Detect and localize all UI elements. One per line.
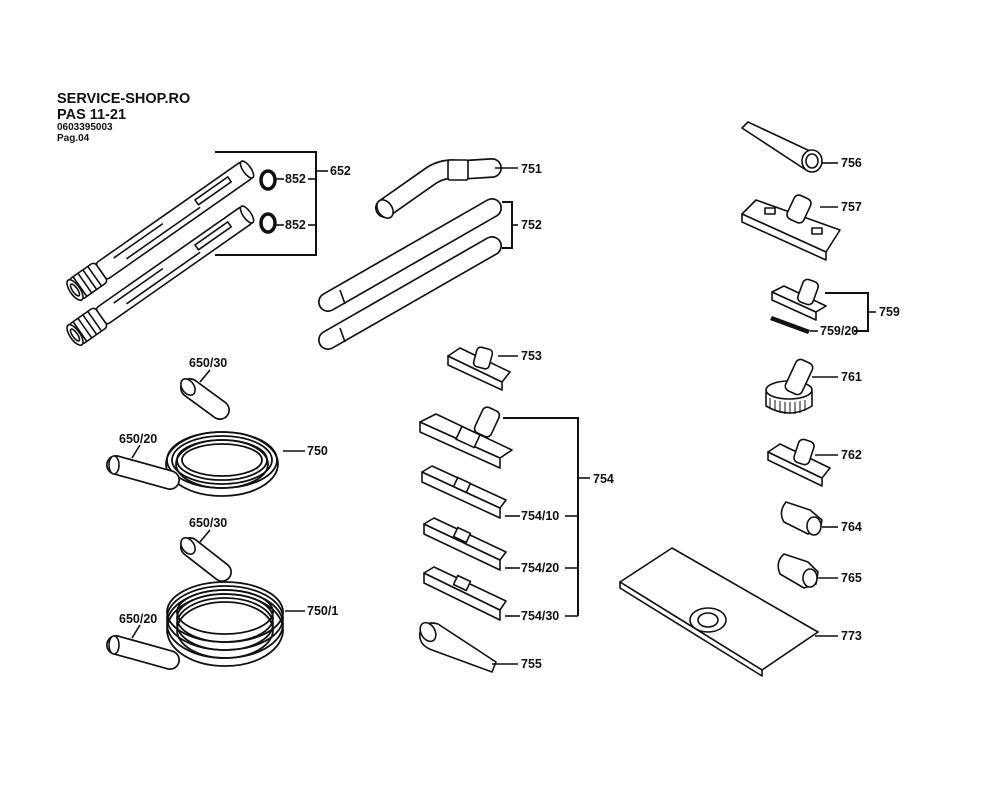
part-773-filter-bag (619, 547, 819, 677)
part-755-crevice-nozzle (418, 621, 497, 673)
label-761: 761 (841, 370, 862, 384)
part-754-10-insert (421, 465, 507, 519)
model-title: PAS 11-21 (57, 106, 127, 123)
header: SERVICE-SHOP.RO PAS 11-21 0603395003 Pag… (57, 92, 190, 144)
part-762-small-nozzle (767, 438, 831, 487)
label-757: 757 (841, 200, 862, 214)
part-750-hose (106, 378, 279, 497)
label-765: 765 (841, 571, 862, 585)
part-852-o-rings (259, 169, 277, 234)
label-759-20: 759/20 (820, 324, 858, 338)
part-754-30-insert (423, 566, 507, 621)
part-752-straight-tubes (318, 198, 502, 350)
part-754-floor-nozzle (419, 406, 513, 469)
label-764: 764 (841, 520, 862, 534)
part-761-round-brush (765, 358, 814, 414)
bracket-754 (503, 417, 579, 616)
bracket-752 (502, 201, 513, 249)
label-754-10: 754/10 (521, 509, 559, 523)
part-756-crevice-tool (741, 121, 823, 173)
label-759: 759 (879, 305, 900, 319)
label-751: 751 (521, 162, 542, 176)
product-code: 0603395003 (57, 122, 113, 133)
label-773: 773 (841, 629, 862, 643)
part-652-extension-tubes (66, 160, 255, 347)
site-title: SERVICE-SHOP.RO (57, 91, 191, 107)
label-852-a: 852 (285, 172, 306, 186)
page-number: Pag.04 (57, 133, 90, 144)
label-852-b: 852 (285, 218, 306, 232)
label-652: 652 (330, 164, 351, 178)
label-750-1: 750/1 (307, 604, 338, 618)
part-753-small-nozzle (447, 346, 511, 391)
label-754-20: 754/20 (521, 561, 559, 575)
label-650-30-b: 650/30 (189, 516, 227, 530)
label-753: 753 (521, 349, 542, 363)
label-756: 756 (841, 156, 862, 170)
bracket-652 (215, 151, 317, 256)
part-757-upholstery-nozzle (741, 194, 841, 261)
label-755: 755 (521, 657, 542, 671)
label-750: 750 (307, 444, 328, 458)
part-750-1-hose (106, 537, 284, 670)
label-754-30: 754/30 (521, 609, 559, 623)
part-754-20-insert (423, 517, 507, 571)
label-650-20-b: 650/20 (119, 612, 157, 626)
label-762: 762 (841, 448, 862, 462)
part-764-adapter (780, 501, 823, 536)
part-759-furniture-nozzle (771, 278, 827, 321)
part-759-20-brush-strip (770, 316, 810, 334)
part-751-curved-handle (375, 158, 502, 219)
label-752: 752 (521, 218, 542, 232)
label-650-20-a: 650/20 (119, 432, 157, 446)
label-754: 754 (593, 472, 614, 486)
part-765-adapter (777, 553, 819, 589)
label-650-30-a: 650/30 (189, 356, 227, 370)
